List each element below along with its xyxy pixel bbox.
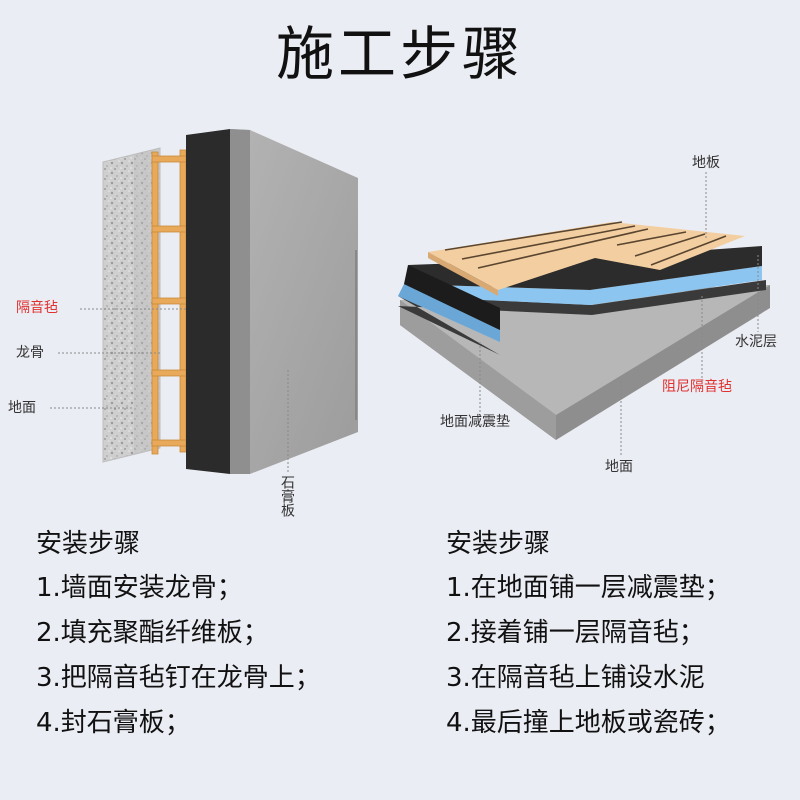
label-wall-ground: 地面 (8, 400, 36, 416)
right-step-item: 1.在地面铺一层减震垫； (446, 573, 731, 603)
shock-pad-layer (398, 280, 766, 355)
wall-section (50, 129, 358, 474)
left-steps-heading: 安装步骤 (36, 529, 141, 559)
label-floor-ground: 地面 (605, 459, 633, 475)
label-cement: 水泥层 (735, 334, 777, 350)
left-step-item: 4.封石膏板； (36, 708, 191, 738)
right-step-item: 2.接着铺一层隔音毡； (446, 618, 705, 648)
label-gypsum: 石膏板 (279, 475, 295, 517)
left-steps: 安装步骤 1.墙面安装龙骨； 2.填充聚酯纤维板； 3.把隔音毡钉在龙骨上； 4… (36, 524, 321, 746)
keel-frame (151, 149, 187, 455)
left-step-item: 3.把隔音毡钉在龙骨上； (36, 663, 321, 693)
construction-diagram (50, 129, 770, 474)
right-steps: 安装步骤 1.在地面铺一层减震垫； 2.接着铺一层隔音毡； 3.在隔音毡上铺设水… (446, 524, 731, 746)
label-keel: 龙骨 (16, 345, 44, 361)
left-step-item: 2.填充聚酯纤维板； (36, 618, 269, 648)
label-sound-felt: 隔音毡 (16, 300, 58, 316)
right-steps-heading: 安装步骤 (446, 529, 551, 559)
right-step-item: 3.在隔音毡上铺设水泥 (446, 663, 705, 693)
label-floorboard: 地板 (692, 155, 720, 171)
sound-felt-layer (186, 129, 230, 474)
concrete-wall (102, 147, 161, 463)
gypsum-board (230, 129, 358, 474)
label-shock-pad: 地面减震垫 (440, 414, 510, 430)
right-step-item: 4.最后撞上地板或瓷砖； (446, 708, 731, 738)
label-damping-felt: 阻尼隔音毡 (662, 379, 732, 395)
left-step-item: 1.墙面安装龙骨； (36, 573, 243, 603)
floorboard-layer (428, 222, 745, 290)
damping-felt-layer (398, 266, 762, 342)
page-title: 施工步骤 (275, 20, 524, 88)
floor-section (398, 172, 770, 455)
